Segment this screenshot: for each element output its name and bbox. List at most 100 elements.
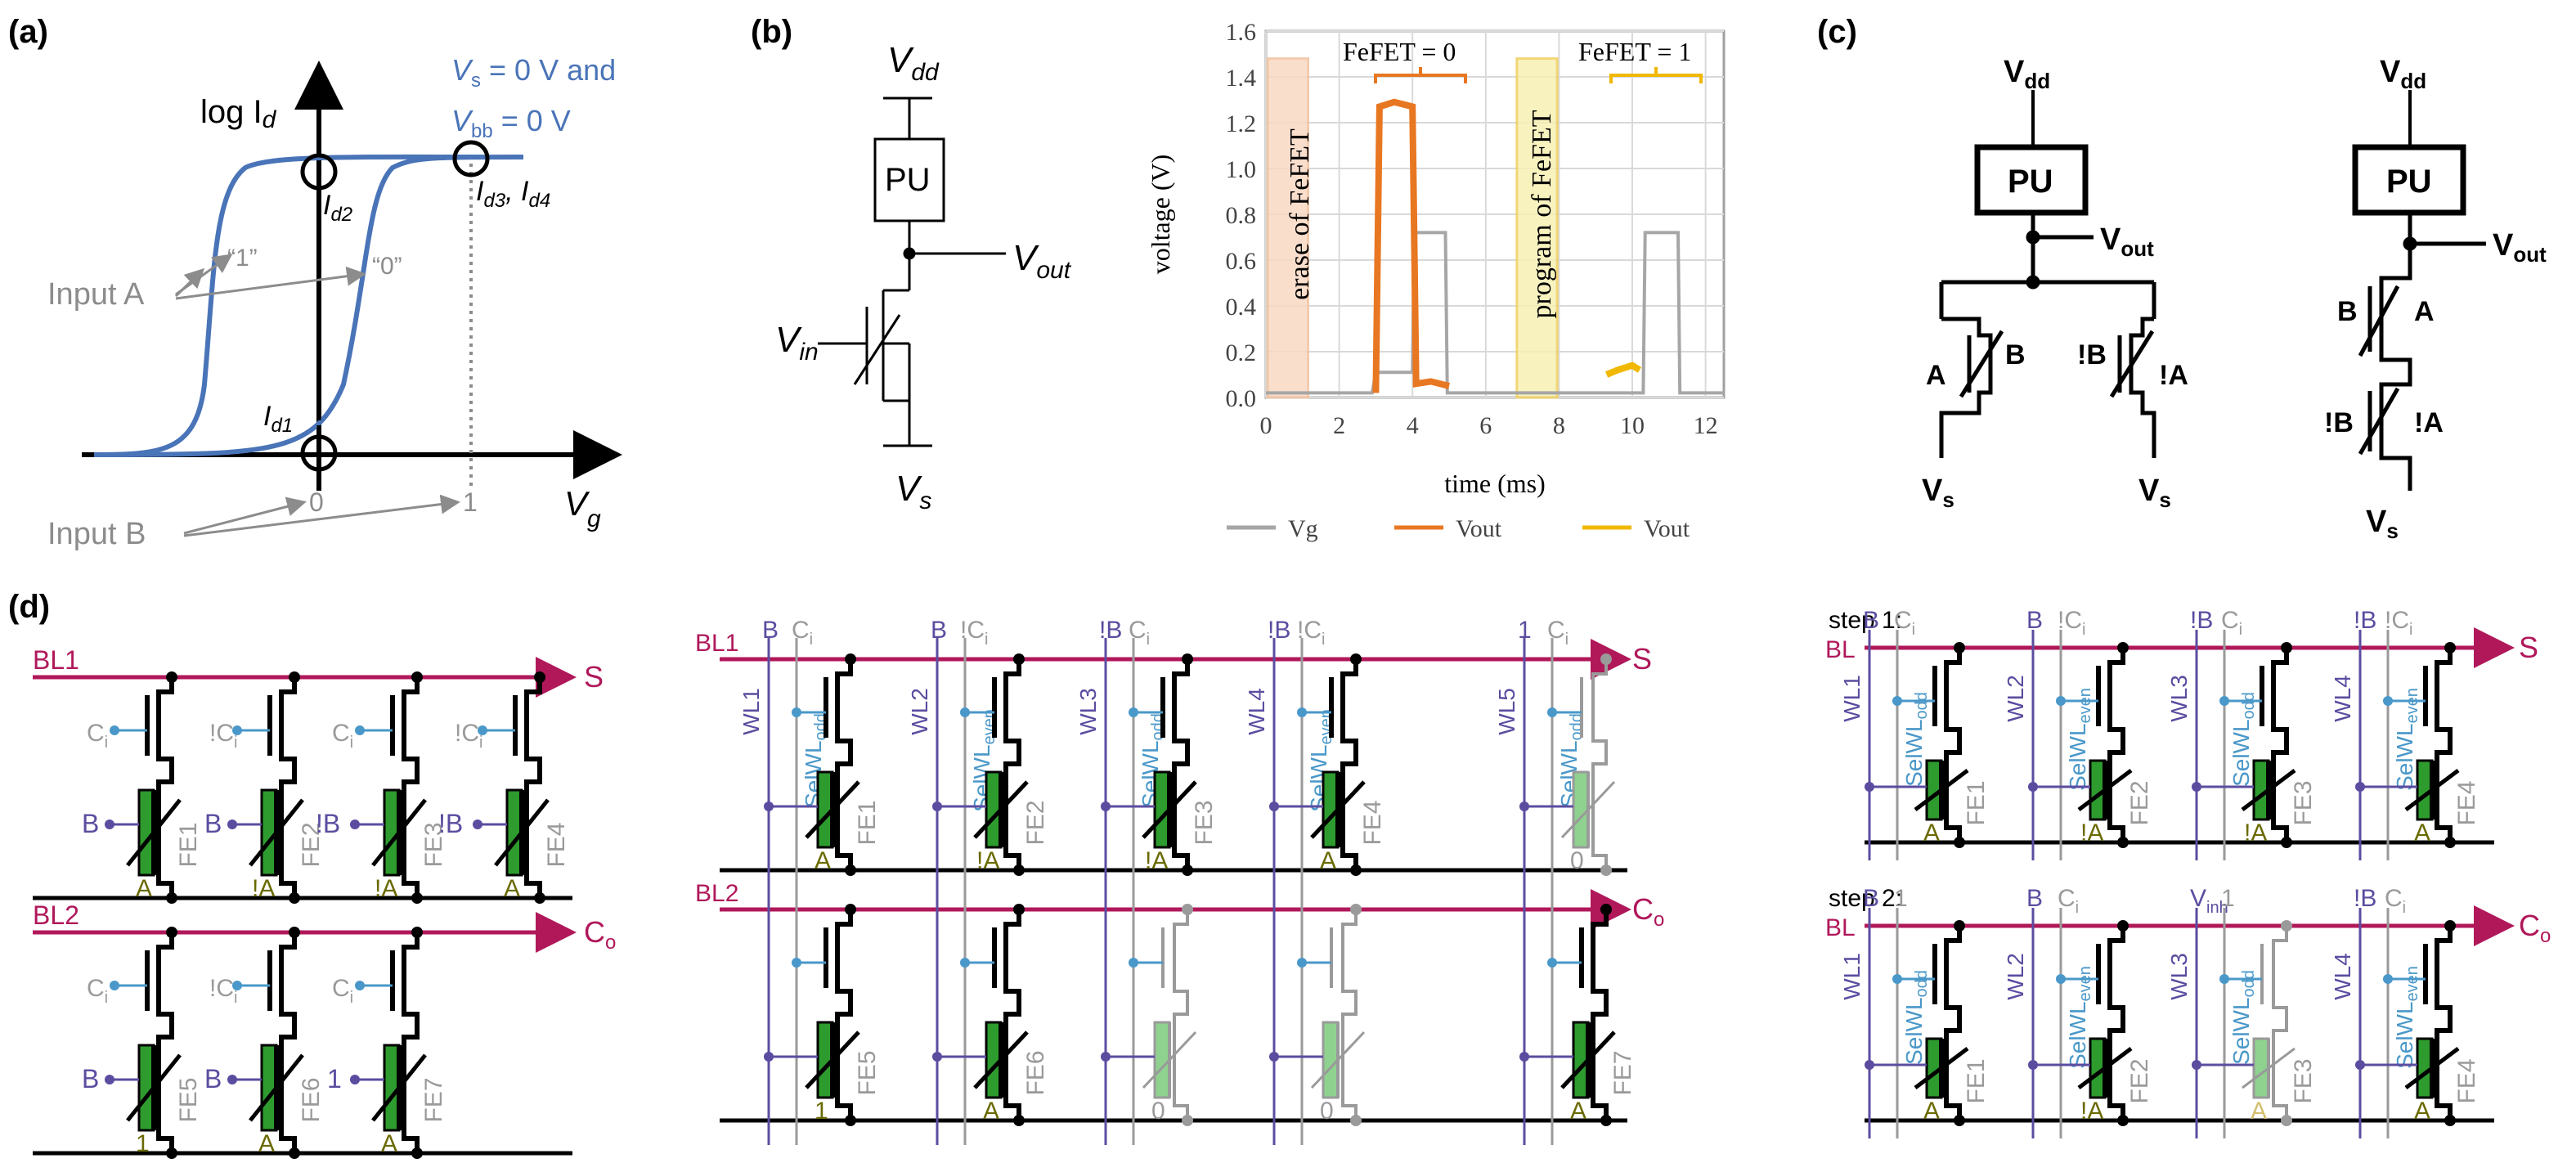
wl-label: WL4 bbox=[1244, 688, 1269, 735]
fe-slash bbox=[805, 1031, 860, 1089]
fe-label: FE2 bbox=[2126, 1058, 2153, 1103]
xlabel: Vg bbox=[564, 484, 601, 532]
label-curve-1: “1” bbox=[227, 245, 258, 272]
stored-value: A bbox=[2414, 820, 2430, 846]
x-tick-label: 6 bbox=[1479, 412, 1492, 439]
column-input: B bbox=[762, 617, 779, 644]
fet-channel bbox=[2435, 926, 2453, 1120]
x-tick-label: 10 bbox=[1620, 412, 1645, 439]
c-ser-bot-gate: !B bbox=[2324, 407, 2354, 438]
fe-slash bbox=[1142, 1031, 1197, 1089]
c-par-left-bg: B bbox=[2005, 339, 2026, 370]
y-tick-label: 0.2 bbox=[1226, 339, 1257, 366]
wl-label: WL3 bbox=[2166, 675, 2192, 722]
fet-channel bbox=[1591, 659, 1608, 870]
c-pu-right: PU bbox=[2386, 164, 2432, 200]
stored-value: 1 bbox=[815, 1098, 828, 1125]
d2-terminal: Co bbox=[1632, 892, 1664, 931]
fe-label: FE3 bbox=[420, 822, 447, 867]
wl-label: WL3 bbox=[2166, 953, 2192, 1000]
column-input: B bbox=[2026, 607, 2043, 634]
fet-channel bbox=[156, 932, 174, 1153]
fe-label: FE4 bbox=[2453, 780, 2480, 825]
fe-slash bbox=[2404, 1047, 2460, 1089]
stored-value: A bbox=[1923, 820, 1940, 846]
stored-value: A bbox=[2414, 1098, 2430, 1125]
d1-row1-terminal: S bbox=[584, 660, 604, 694]
b-vout-label: Vout bbox=[1012, 238, 1072, 284]
fe-slash bbox=[1560, 780, 1616, 839]
fefet0-annotation: FeFET = 0 bbox=[1343, 37, 1456, 66]
c-vs-right: Vs bbox=[2366, 505, 2399, 543]
column-input: B bbox=[1863, 607, 1879, 634]
phase-shading bbox=[1266, 57, 1559, 399]
y-tick-label: 1.4 bbox=[1226, 65, 1257, 92]
fet-channel bbox=[2107, 926, 2125, 1120]
label-id1: Id1 bbox=[263, 401, 293, 437]
label-id34: Id3, Id4 bbox=[476, 176, 550, 212]
x-tick-label: 0 bbox=[1260, 412, 1272, 439]
column-ci: 1 bbox=[1894, 885, 1908, 912]
stored-value: 0 bbox=[1151, 1098, 1165, 1125]
ci-label: Ci bbox=[332, 975, 353, 1007]
wl-label: WL2 bbox=[2003, 675, 2028, 722]
label-input-b: Input B bbox=[47, 517, 146, 551]
fe-slash bbox=[371, 798, 427, 867]
column-input: B bbox=[931, 617, 947, 644]
c-par-left-gate: A bbox=[1926, 360, 1946, 391]
fefet1-annotation: FeFET = 1 bbox=[1578, 37, 1691, 66]
label-input-a: Input A bbox=[47, 277, 145, 312]
wl-label: WL4 bbox=[2330, 953, 2355, 1000]
d1-row2-bitline-label: BL2 bbox=[33, 900, 79, 930]
wl-label: WL3 bbox=[1075, 688, 1101, 735]
wl-label: WL5 bbox=[1494, 688, 1519, 735]
tick-0: 0 bbox=[309, 487, 324, 517]
stored-value: !A bbox=[2080, 1098, 2103, 1125]
gate-input-label: B bbox=[82, 1064, 99, 1093]
fet-channel bbox=[156, 677, 174, 898]
fe-label: FE2 bbox=[298, 822, 325, 867]
stored-value: !A bbox=[252, 875, 275, 902]
id34-marker bbox=[452, 140, 490, 177]
erase-region bbox=[1266, 57, 1310, 399]
b-pu-label: PU bbox=[885, 162, 931, 198]
stored-value: 0 bbox=[1570, 847, 1584, 874]
stored-value: !A bbox=[2244, 820, 2267, 846]
panel-label-a: (a) bbox=[8, 14, 48, 50]
fe-slash bbox=[2404, 769, 2460, 811]
c-vdd-right: Vdd bbox=[2380, 55, 2426, 93]
id1-marker bbox=[300, 434, 338, 472]
fe-slash bbox=[371, 1053, 427, 1122]
selwl-label: SelWLodd bbox=[2228, 970, 2258, 1065]
fe-slash bbox=[494, 798, 550, 867]
column-ci: !Ci bbox=[960, 617, 988, 649]
fet-channel bbox=[1003, 659, 1021, 870]
fe-label: FE2 bbox=[1022, 800, 1049, 845]
legend-label: Vg bbox=[1288, 515, 1318, 542]
c-vdd-left: Vdd bbox=[2004, 55, 2050, 93]
stored-value: 1 bbox=[136, 1130, 150, 1157]
fe-label: FE5 bbox=[854, 1050, 881, 1095]
selwl-label: SelWLodd bbox=[2228, 692, 2258, 787]
fet-channel bbox=[2435, 648, 2453, 842]
fe-slash bbox=[249, 1053, 304, 1122]
column-input: B bbox=[1863, 885, 1879, 912]
step-label: step 2: bbox=[1829, 885, 1902, 912]
x-tick-label: 12 bbox=[1694, 412, 1718, 439]
panel-c-circuits bbox=[1939, 90, 2486, 491]
column-input: B bbox=[2026, 885, 2043, 912]
column-input: 1 bbox=[1518, 617, 1532, 644]
fe-label: FE3 bbox=[2290, 780, 2317, 825]
column-input: !B bbox=[1099, 617, 1122, 644]
stored-value: A bbox=[258, 1130, 275, 1157]
fet-channel bbox=[1340, 659, 1358, 870]
fefet1-bracket bbox=[1609, 67, 1703, 83]
arrow-input-a-2 bbox=[174, 267, 205, 298]
y-tick-label: 0.0 bbox=[1226, 385, 1257, 412]
arrow-input-b-2 bbox=[183, 494, 460, 537]
gate-input-label: B bbox=[82, 809, 99, 838]
